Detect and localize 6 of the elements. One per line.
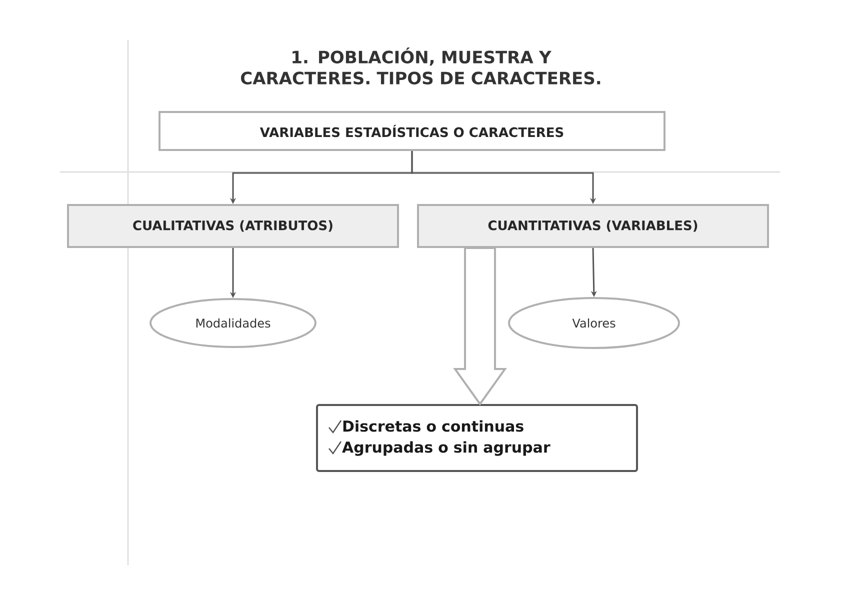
category-box: CUALITATIVAS (ATRIBUTOS) [67,204,399,248]
title: 1. POBLACIÓN, MUESTRA Y CARACTERES. TIPOS DE CARACTERES. [240,48,600,84]
block-arrow [453,247,507,406]
checklist-box: Discretas o continuas Agrupadas o sin agrupar [316,404,638,472]
category-box: VARIABLES ESTADÍSTICAS O CARACTERES [158,111,666,151]
category-box: CUANTITATIVAS (VARIABLES) [417,204,769,248]
